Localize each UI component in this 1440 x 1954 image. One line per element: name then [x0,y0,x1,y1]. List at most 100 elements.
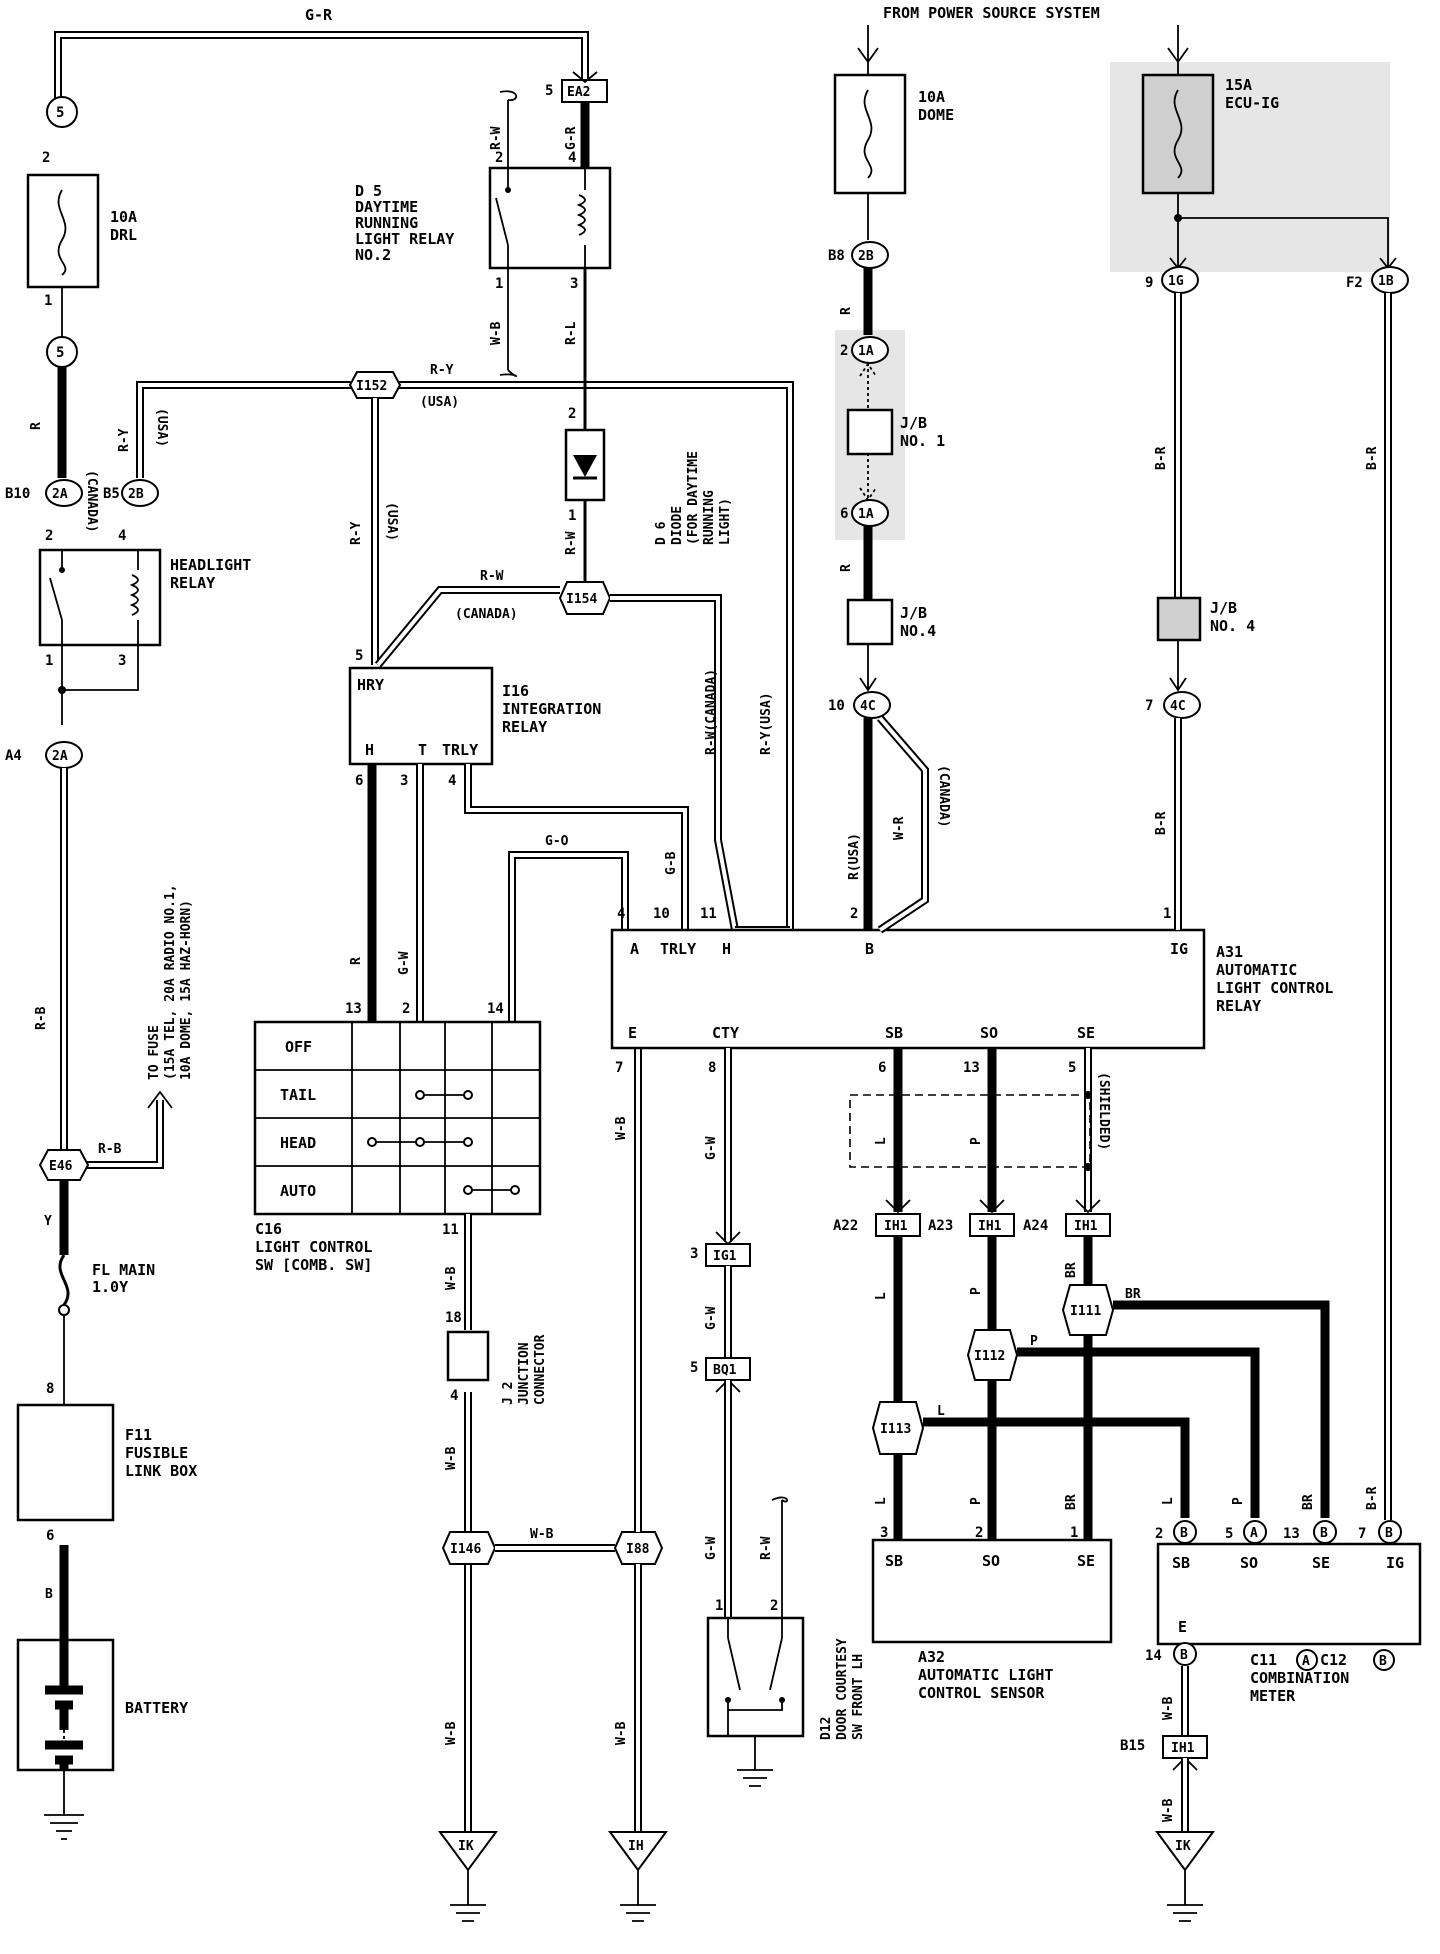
sensor-pin-sb: SB [885,1552,903,1570]
connector-label: 2A [52,487,68,502]
connector-label: IH1 [1074,1219,1098,1234]
pin: 13 [345,1001,362,1017]
fusible-link-box [16,1403,115,1522]
relay-pin-sb: SB [885,1024,903,1042]
pin: 7 [1358,1526,1366,1542]
wire-label: R [349,957,364,965]
relay-pin-trly: TRLY [660,940,696,958]
relay-pin-a: A [630,940,639,958]
connector-label: IH1 [978,1219,1002,1234]
component-label: DAYTIME [355,198,418,216]
wire-label: L [874,1292,889,1300]
pin: B10 [5,486,30,502]
connector-i146 [441,1531,497,1565]
wire-label: P [969,1287,984,1295]
connector-2b-b5 [121,479,159,507]
component-label: NO.2 [355,246,391,264]
wire-label: R(USA) [847,833,862,880]
pin: 1 [495,276,503,292]
connector-label: I111 [1070,1304,1101,1319]
connector-label: 4C [1170,699,1186,714]
component-label: METER [1250,1687,1296,1705]
wire-label: W-B [444,1446,459,1470]
mark: A [1302,1654,1310,1669]
pin: 1 [45,653,53,669]
wire-label: Y [44,1214,52,1229]
pin: 5 [690,1360,698,1376]
component-label: SW FRONT LH [851,1654,866,1740]
wire-label: BR [1301,1494,1316,1510]
wire-label: R-L [564,321,579,345]
component-label: NO. 4 [1210,617,1255,635]
connector-label: 1B [1378,274,1394,289]
pin: 14 [487,1001,504,1017]
wire-label: G-R [564,126,579,150]
pin: 7 [615,1060,623,1076]
pin: 8 [46,1381,54,1397]
pin: 11 [700,906,717,922]
sensor-pin-so: SO [982,1552,1000,1570]
component-label: DOOR COURTESY [835,1638,850,1740]
connector-label: B [1180,1648,1188,1663]
wire-label: B-R [1154,446,1169,470]
meter-pin-e: E [1178,1618,1187,1636]
pin: 13 [963,1060,980,1076]
wire-label: W-B [444,1266,459,1290]
wire-label: R [29,422,44,430]
connector-label: 2B [128,487,144,502]
relay-pin: H [365,741,374,759]
meter-connector-b [1173,1642,1197,1666]
wire-label: B-R [1365,446,1380,470]
component-label: RUNNING [702,490,717,545]
daytime-running-light-relay-no2 [488,166,612,270]
pin: 1 [1070,1525,1078,1541]
pin: 3 [690,1246,698,1262]
component-label: COMBINATION [1250,1669,1349,1687]
component-code: A31 [1216,943,1243,961]
component-label: LIGHT CONTROL [1216,979,1333,997]
wire-label: B [45,1587,53,1602]
connector-i152 [348,371,402,399]
wire-label: (CANADA) [936,765,951,828]
automatic-light-control-sensor [871,1538,1113,1644]
pin: 6 [878,1060,886,1076]
pin: A4 [5,748,22,764]
pin: 9 [1145,275,1153,291]
wire-label: (CANADA) [84,470,99,533]
connector-label: B [1320,1526,1328,1541]
wire-label: W-R [892,816,907,840]
wire-label: G-O [545,834,569,849]
wire-label: W-B [530,1527,554,1542]
component-label: SW [COMB. SW] [255,1256,372,1274]
shield-boundary [849,1094,1091,1168]
pin: 2 [402,1001,410,1017]
relay-pin-e: E [628,1024,637,1042]
component-label: DIODE [670,506,685,545]
integration-relay [348,666,494,766]
wire-label: BR [1125,1287,1141,1302]
junction-connector [446,1330,490,1382]
connector-label: 5 [56,105,64,121]
fuse-rating: 15A [1225,76,1252,94]
component-label: (FOR DAYTIME [686,451,701,545]
connector-i88 [613,1531,664,1565]
component-label: RELAY [502,718,547,736]
wire-label: R-W [759,1536,774,1560]
connector-label: B [1385,1526,1393,1541]
component-code: D 6 [654,521,669,545]
connector-label: 1A [858,507,874,522]
meter-pin-se: SE [1312,1554,1330,1572]
junction-block-no1 [846,408,894,456]
pin: F2 [1346,275,1363,291]
connector-label: 2A [52,749,68,764]
connector-label: E46 [49,1159,73,1174]
relay-pin-h: H [722,940,731,958]
component-label: J/B [900,414,927,432]
connector-label: B [1180,1526,1188,1541]
wire-label: W-B [614,1721,629,1745]
fuse-name: DRL [110,226,137,244]
connector-2a-b10 [45,479,83,507]
fuse-rating: 10A [918,88,945,106]
pin: 4 [118,528,126,544]
fusible-link-symbol [58,1254,70,1306]
